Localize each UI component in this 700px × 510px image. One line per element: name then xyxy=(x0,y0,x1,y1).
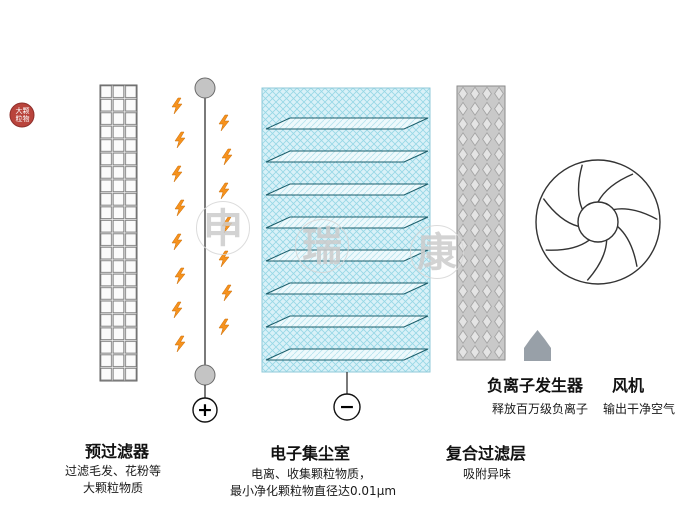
prefilter-desc-1: 过滤毛发、花粉等 xyxy=(64,464,162,478)
watermark-char: 康 xyxy=(410,225,464,279)
composite-title: 复合过滤层 xyxy=(445,444,527,463)
chamber-title: 电子集尘室 xyxy=(269,444,351,463)
chamber-desc-2: 最小净化颗粒物直径达0.01μm xyxy=(229,484,397,498)
prefilter-title: 预过滤器 xyxy=(84,442,150,461)
fan-desc: 输出干净空气 xyxy=(602,402,676,416)
ion-generator-desc: 释放百万级负离子 xyxy=(491,402,589,416)
prefilter-desc-2: 大颗粒物质 xyxy=(82,481,144,495)
plus-label: + xyxy=(197,399,213,421)
ion-generator-icon xyxy=(524,330,551,361)
ion-generator-title: 负离子发生器 xyxy=(486,376,584,395)
prefilter-grid xyxy=(99,84,138,382)
watermark-char: 申 xyxy=(196,201,250,255)
minus-label: − xyxy=(339,396,355,418)
particle-label: 大颗粒物 xyxy=(15,107,30,124)
electrode-top xyxy=(194,77,216,99)
electrode-bottom xyxy=(194,364,216,386)
plus-terminal xyxy=(192,397,218,423)
fan-title: 风机 xyxy=(611,376,645,395)
composite-desc-1: 吸附异味 xyxy=(462,467,512,481)
composite-filter xyxy=(456,85,506,361)
watermark-char: 瑞 xyxy=(295,219,349,273)
chamber-desc-1: 电离、收集颗粒物质， xyxy=(250,467,372,481)
ionizer-wire xyxy=(192,77,218,423)
fan-icon xyxy=(535,159,661,285)
minus-terminal xyxy=(333,393,361,421)
particle-badge xyxy=(9,102,35,128)
